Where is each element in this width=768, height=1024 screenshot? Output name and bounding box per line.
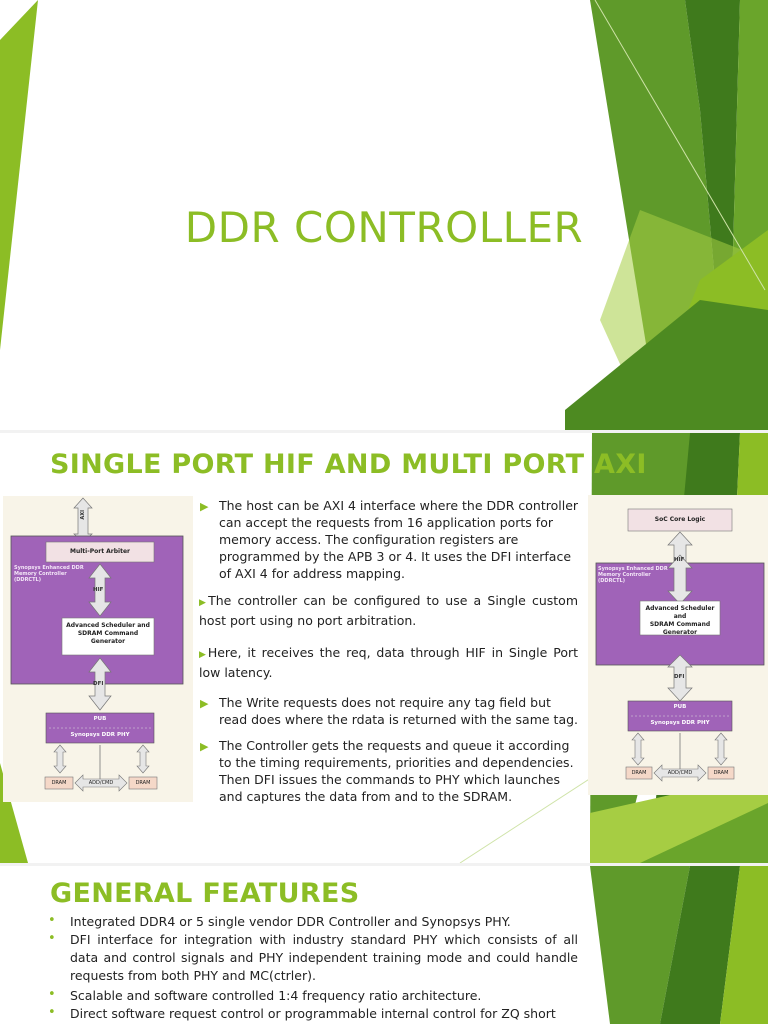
pub-label: PUB: [673, 704, 687, 710]
bullet-item: ▶The host can be AXI 4 interface where t…: [200, 498, 579, 581]
hif-axi-slide: SINGLE PORT HIF AND MULTI PORT AXI: [0, 433, 768, 863]
scheduler-label: Advanced Scheduler and SDRAM Command Gen…: [645, 605, 715, 636]
dram-left-label: DRAM: [631, 770, 647, 776]
slide-separator: [0, 863, 768, 866]
right-architecture-diagram: SoC Core Logic Synopsys Enhanced DDR Mem…: [588, 495, 768, 795]
addcmd-label: ADD/CMD: [667, 770, 693, 776]
triangle-bullet-icon: ▶: [199, 598, 209, 608]
slide-title: SINGLE PORT HIF AND MULTI PORT AXI: [50, 449, 647, 480]
green-decoration-right: [590, 866, 768, 1024]
arbiter-label: Multi-Port Arbiter: [70, 548, 130, 555]
phy-label: Synopsys DDR PHY: [650, 720, 710, 726]
bullet-item: ▶The Controller gets the requests and qu…: [200, 738, 574, 804]
feature-item: •Direct software request control or prog…: [48, 1005, 556, 1021]
dram-right-label: DRAM: [135, 780, 151, 786]
green-decoration-right: [565, 0, 768, 430]
bullet-dot-icon: •: [48, 931, 56, 946]
slide-title: DDR CONTROLLER: [184, 203, 584, 252]
bullet-item: ▶The controller can be configured to use…: [199, 593, 579, 628]
controller-label: Synopsys Enhanced DDR Memory Controller …: [598, 566, 668, 584]
feature-item: •DFI interface for integration with indu…: [48, 931, 578, 983]
dfi-label: DFI: [93, 681, 104, 687]
dram-right-label: DRAM: [713, 770, 729, 776]
general-features-slide: GENERAL FEATURES •Integrated DDR4 or 5 s…: [0, 866, 768, 1024]
title-slide: DDR CONTROLLER: [0, 0, 768, 430]
soc-label: SoC Core Logic: [654, 516, 706, 523]
dfi-label: DFI: [674, 674, 685, 680]
bullet-item: ▶Here, it receives the req, data through…: [199, 645, 579, 680]
bullet-dot-icon: •: [48, 987, 56, 1002]
triangle-bullet-icon: ▶: [199, 650, 208, 660]
triangle-bullet-icon: ▶: [200, 740, 209, 753]
slide-title: GENERAL FEATURES: [50, 878, 360, 909]
feature-item: •Integrated DDR4 or 5 single vendor DDR …: [48, 913, 511, 929]
phy-label: Synopsys DDR PHY: [70, 732, 130, 738]
left-architecture-diagram: AXI Multi-Port Arbiter Synopsys Enhanced…: [3, 496, 193, 802]
hif-label: HIF: [674, 557, 685, 563]
triangle-bullet-icon: ▶: [200, 500, 209, 513]
hif-label: HIF: [93, 587, 104, 593]
pub-label: PUB: [93, 716, 107, 722]
scheduler-label: Advanced Scheduler and SDRAM Command Gen…: [66, 622, 150, 645]
bullet-dot-icon: •: [48, 1005, 56, 1020]
feature-item: •Scalable and software controlled 1:4 fr…: [48, 987, 482, 1003]
green-decoration-left: [0, 0, 38, 350]
addcmd-label: ADD/CMD: [88, 780, 114, 786]
bullet-item: ▶The Write requests does not require any…: [200, 695, 579, 727]
controller-label: Synopsys Enhanced DDR Memory Controller …: [14, 565, 84, 583]
bullet-dot-icon: •: [48, 913, 56, 928]
dram-left-label: DRAM: [51, 780, 67, 786]
axi-label: AXI: [80, 510, 86, 520]
slide-separator: [0, 430, 768, 433]
triangle-bullet-icon: ▶: [200, 697, 209, 710]
